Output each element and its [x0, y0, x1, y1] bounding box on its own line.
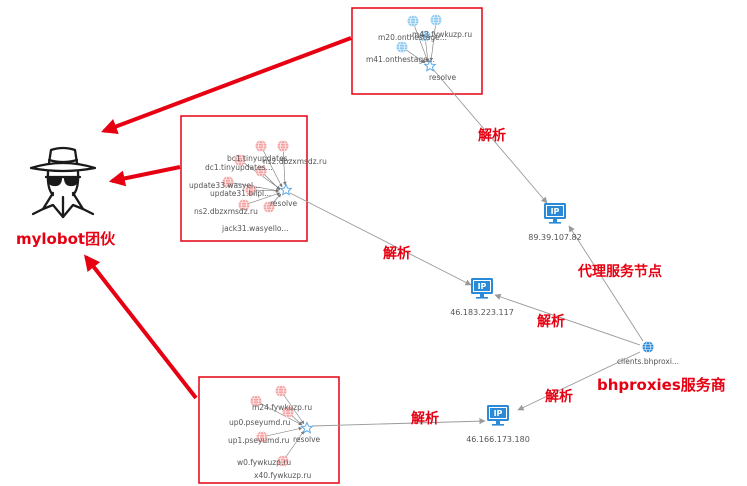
globe-icon[interactable]: [396, 41, 408, 53]
domain-label: x40.fywkuzp.ru: [254, 471, 311, 480]
domain-label: m41.onthestage...: [366, 55, 435, 64]
bottom-cluster-box: [198, 376, 340, 484]
domain-label: up0.pseyumd.ru: [229, 418, 291, 427]
domain-label: bc1.tinyupdates...: [227, 154, 295, 163]
ip-node-1[interactable]: IP: [544, 203, 566, 224]
ip-address-label: 89.39.107.82: [528, 233, 581, 242]
domain-label: update31.bilpl...: [210, 189, 271, 198]
domain-label: m20.onthestage...: [378, 33, 447, 42]
ip-address-label: 46.183.223.117: [450, 308, 514, 317]
domain-label: jack31.wasyello...: [221, 224, 289, 233]
ip-address-label: 46.166.173.180: [466, 435, 530, 444]
star-icon[interactable]: [280, 184, 292, 196]
hacker-spy-icon: [29, 146, 97, 219]
globe-icon[interactable]: [430, 14, 442, 26]
domain-label: ns2.dbzxmsdz.ru: [194, 207, 258, 216]
globe-icon[interactable]: [255, 140, 267, 152]
svg-text:IP: IP: [494, 409, 503, 418]
parse-label: 解析: [411, 410, 439, 427]
ip-node-3[interactable]: IP: [487, 405, 509, 426]
globe-icon[interactable]: [275, 385, 287, 397]
svg-text:IP: IP: [478, 282, 487, 291]
domain-label: update33.wasyel...: [189, 181, 260, 190]
mylobot-label: mylobot团伙: [16, 230, 116, 248]
globe-icon[interactable]: [642, 341, 654, 353]
parse-label: 解析: [383, 245, 411, 262]
parse-label: 解析: [537, 313, 565, 330]
resolve-label: resolve: [429, 73, 457, 82]
domain-label: m24.fywkuzp.ru: [252, 403, 312, 412]
svg-text:IP: IP: [551, 207, 560, 216]
domain-label: dc1.tinyupdates...: [205, 163, 273, 172]
top-cluster-box: [351, 7, 483, 95]
parse-label: 解析: [545, 388, 573, 405]
globe-icon[interactable]: [277, 140, 289, 152]
proxy-node-label: 代理服务节点: [577, 263, 662, 280]
resolve-label: resolve: [293, 435, 321, 444]
globe-icon[interactable]: [407, 15, 419, 27]
ip-node-2[interactable]: IP: [471, 278, 493, 299]
parse-label: 解析: [478, 127, 506, 144]
resolve-label: resolve: [270, 199, 298, 208]
domain-label: up1.pseyumd.ru: [228, 436, 290, 445]
middle-cluster-box: [180, 115, 308, 242]
domain-label: w0.fywkuzp.ru: [237, 458, 291, 467]
star-icon[interactable]: [301, 422, 313, 434]
domain-label: m43.fywkuzp.ru: [412, 30, 472, 39]
domain-label: ns2.dbzxmsdz.ru: [263, 157, 327, 166]
bhproxies-label: bhproxies服务商: [597, 376, 726, 394]
provider-label: clients.bhproxi...: [617, 357, 679, 366]
